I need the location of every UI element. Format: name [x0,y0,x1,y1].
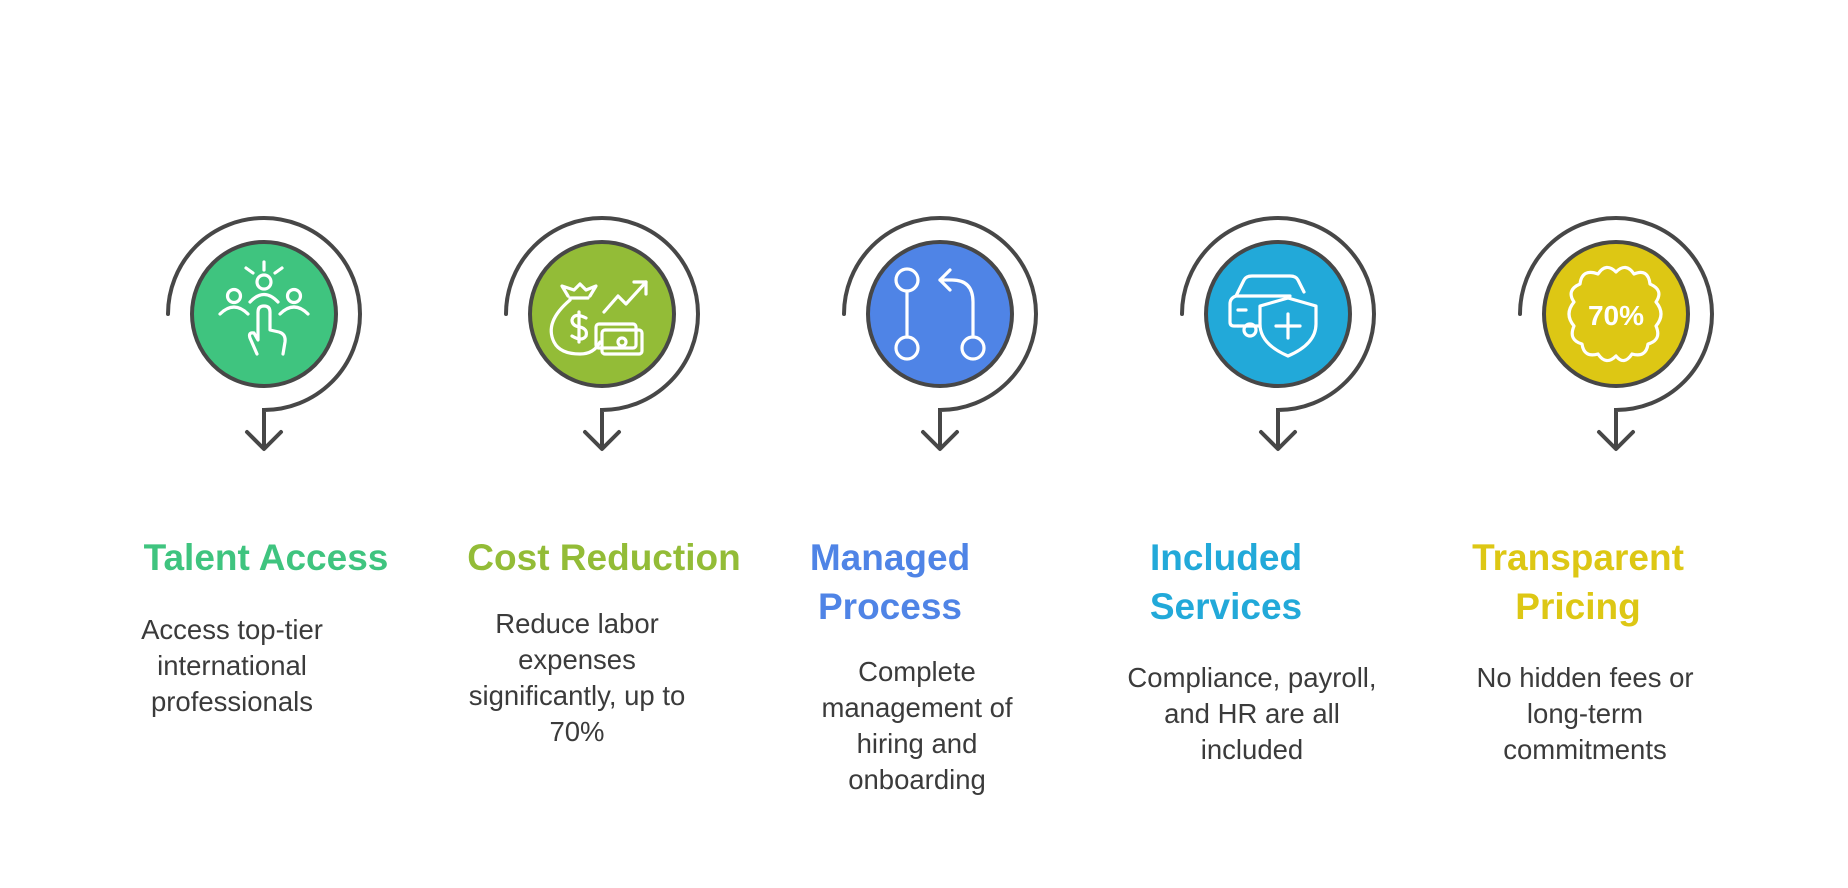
step-included-services: Included Services Compliance, payroll, a… [1110,0,1450,888]
step-description: Compliance, payroll, and HR are all incl… [1127,662,1377,765]
step-ring [842,216,1038,451]
step-cost-reduction: Cost Reduction Reduce labor expenses sig… [434,0,774,888]
step-transparent-pricing: 70% Transparent Pricing No hidden fees o… [1448,0,1788,888]
step-title: Cost Reduction [467,537,741,578]
step-talent-access: Talent Access Access top-tier internatio… [96,0,436,888]
discount-label: 70% [1588,300,1644,331]
step-description: No hidden fees or long-term commitments [1476,662,1694,765]
money-bag-growth-icon [549,280,648,356]
step-title: Managed Process [809,537,971,627]
step-description: Reduce labor expenses significantly, up … [468,608,686,747]
step-description: Access top-tier international profession… [141,614,323,717]
step-ring [166,216,362,451]
step-title: Talent Access [143,537,389,578]
step-ring [504,216,700,451]
step-ring [1180,216,1376,451]
step-title: Transparent Pricing [1472,537,1684,627]
workflow-branch-icon [894,267,986,361]
step-title: Included Services [1149,537,1303,627]
people-pointing-hand-icon [218,260,310,356]
step-managed-process: Managed Process Complete management of h… [772,0,1112,888]
step-ring: 70% [1518,216,1714,451]
step-description: Complete management of hiring and onboar… [821,656,1013,795]
discount-badge-icon: 70% [1567,265,1663,363]
car-shield-icon [1228,274,1318,358]
